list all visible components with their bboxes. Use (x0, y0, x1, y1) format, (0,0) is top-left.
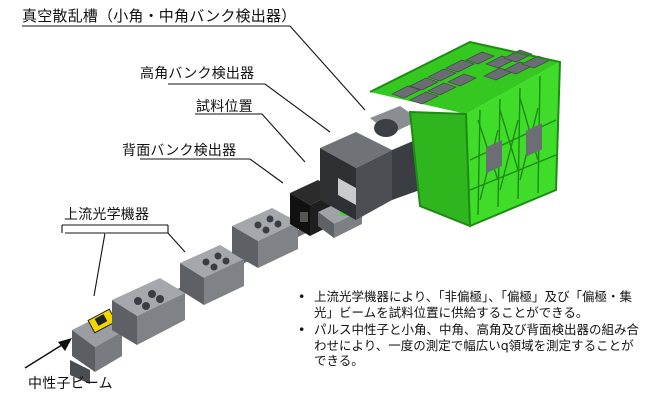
entrance-module (70, 308, 122, 384)
bullet: • (298, 289, 306, 304)
note-text-2: パルス中性子と小角、中角、高角及び背面検出器の組み合わせにより、一度の測定で幅広… (314, 322, 640, 368)
leader-vacuum-chamber (22, 25, 366, 111)
vacuum-scattering-chamber (369, 40, 562, 228)
optics-module-3 (180, 245, 244, 305)
note-item-2: • パルス中性子と小角、中角、高角及び背面検出器の組み合わせにより、一度の測定で… (298, 322, 643, 369)
description-notes: • 上流光学機器により、「非偏極」、「偏極」及び「偏極・集光」ビームを試料位置に… (298, 289, 643, 371)
neutron-beam-arrow (24, 338, 72, 369)
note-text-1: 上流光学機器により、「非偏極」、「偏極」及び「偏極・集光」ビームを試料位置に供給… (314, 289, 633, 320)
leader-high-angle (168, 83, 331, 133)
leader-sample-position (195, 113, 306, 163)
optics-module-2 (112, 278, 185, 345)
leader-backscatter (140, 158, 284, 184)
label-vacuum-chamber: 真空散乱槽（小角・中角バンク検出器） (22, 7, 297, 25)
label-backscatter-bank: 背面バンク検出器 (122, 143, 237, 159)
leader-lines (22, 25, 366, 297)
label-upstream-optics: 上流光学機器 (64, 207, 150, 223)
upstream-optics-bracket (61, 224, 186, 297)
optics-module-4 (232, 208, 298, 268)
high-angle-bank-detector (320, 106, 420, 220)
label-neutron-beam: 中性子ビーム (28, 376, 113, 392)
note-item-1: • 上流光学機器により、「非偏極」、「偏極」及び「偏極・集光」ビームを試料位置に… (298, 289, 643, 320)
label-high-angle-bank: 高角バンク検出器 (140, 66, 255, 82)
bullet: • (298, 322, 306, 337)
upstream-optics-chain (70, 208, 332, 384)
label-sample-position: 試料位置 (196, 99, 253, 115)
